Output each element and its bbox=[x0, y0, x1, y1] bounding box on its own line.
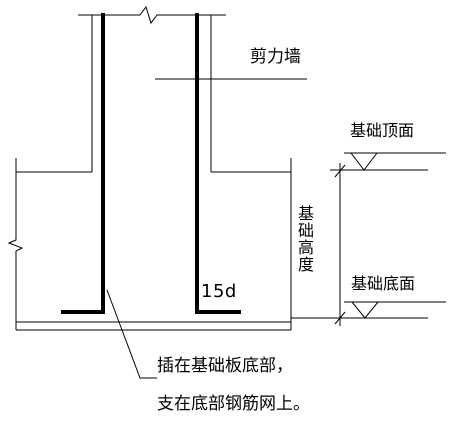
top-elevation-triangle bbox=[350, 152, 378, 171]
shear-wall-label: 剪力墙 bbox=[250, 47, 301, 67]
note-line-1: 插在基础板底部， bbox=[157, 356, 293, 376]
bar-anchor-label: 15d bbox=[201, 281, 237, 302]
foundation-height-label: 基础高度 bbox=[295, 205, 314, 273]
wall-break-line bbox=[78, 5, 226, 25]
note-leader bbox=[106, 289, 157, 379]
bottom-elevation-triangle bbox=[351, 301, 379, 319]
foundation-left-break bbox=[7, 158, 24, 330]
note-line-2: 支在底部钢筋网上。 bbox=[157, 394, 310, 414]
foundation-bottom-label: 基础底面 bbox=[351, 274, 416, 293]
right-dowel-bar bbox=[195, 13, 241, 314]
left-dowel-bar bbox=[61, 13, 105, 314]
height-tick-bottom bbox=[334, 311, 346, 325]
height-tick-top bbox=[334, 164, 346, 178]
foundation-top-label: 基础顶面 bbox=[350, 121, 415, 140]
